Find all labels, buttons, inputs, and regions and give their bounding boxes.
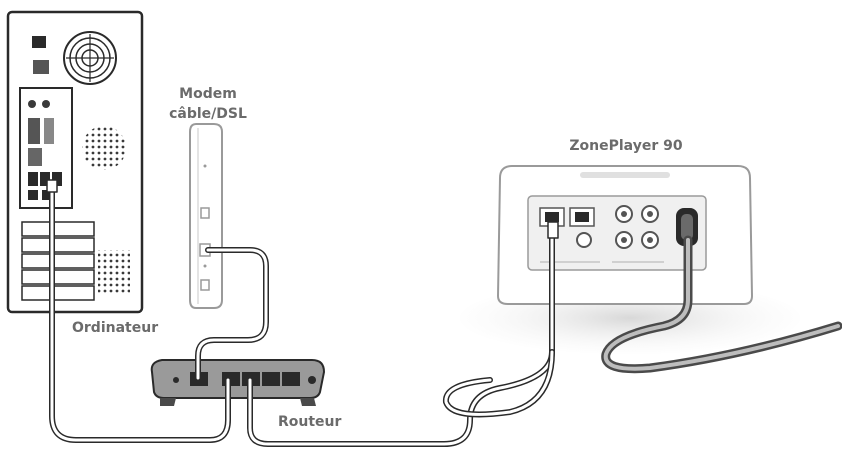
audio-jacks — [576, 205, 659, 249]
power-cable — [601, 235, 842, 374]
cable-dsl-modem — [189, 123, 223, 309]
zoneplayer-90 — [460, 165, 800, 354]
modem-label-line1: Modem — [179, 86, 237, 102]
cable-router-zoneplayer — [247, 223, 555, 447]
computer-label: Ordinateur — [72, 320, 159, 336]
modem-label: Modem câble/DSL — [156, 84, 260, 124]
cable-modem-router — [195, 247, 269, 381]
modem-label-line2: câble/DSL — [169, 106, 247, 122]
router — [150, 359, 326, 406]
router-label: Routeur — [278, 414, 342, 430]
cable-computer-router — [49, 183, 231, 443]
computer-tower — [6, 10, 144, 314]
expansion-slots — [21, 221, 95, 301]
cables — [46, 179, 842, 447]
zoneplayer-label: ZonePlayer 90 — [569, 138, 683, 154]
fan-icon — [63, 31, 117, 85]
